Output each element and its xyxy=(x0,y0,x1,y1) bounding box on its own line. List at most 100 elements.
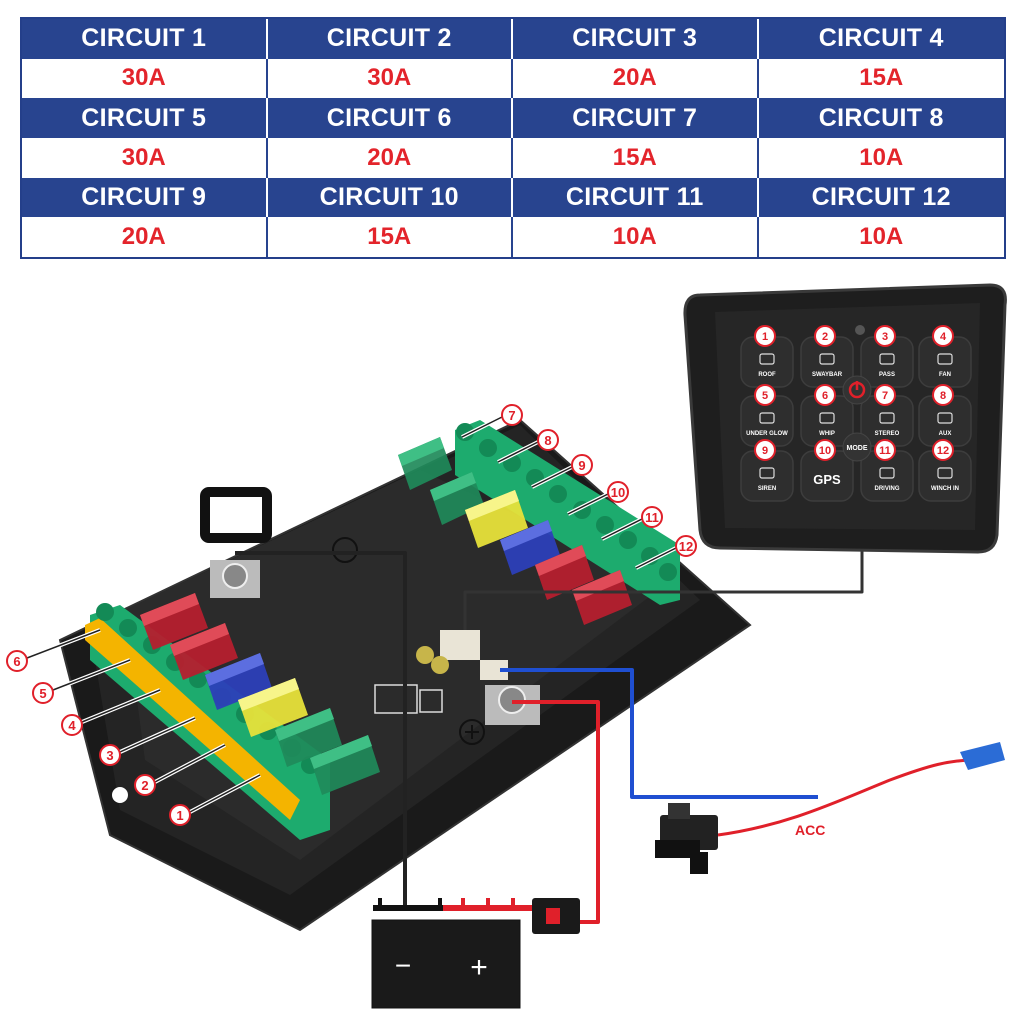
circuit-header: CIRCUIT 6 xyxy=(267,98,513,138)
circuit-amps: 10A xyxy=(513,217,759,257)
callout-10: 10 xyxy=(567,481,629,516)
panel-button-number: 10 xyxy=(819,445,831,457)
panel-button-number: 6 xyxy=(822,390,828,402)
panel-button-number: 2 xyxy=(822,331,828,343)
function-icon xyxy=(879,353,895,365)
fuse-1 xyxy=(310,735,380,795)
fuse-bank-left xyxy=(140,593,380,795)
callout-7: 7 xyxy=(461,404,523,439)
fuse-9 xyxy=(465,490,528,548)
callout-number: 1 xyxy=(176,808,183,823)
acc-label: ACC xyxy=(795,822,825,838)
spade-connector xyxy=(960,742,1005,770)
fuse-bank-right xyxy=(398,437,632,625)
function-icon xyxy=(879,467,895,479)
function-icon xyxy=(937,412,953,424)
panel-button-number: 4 xyxy=(940,331,947,343)
panel-button-number: 8 xyxy=(940,390,946,402)
panel-button-label: ROOF xyxy=(758,372,776,378)
circuit-header: CIRCUIT 9 xyxy=(22,177,268,218)
panel-button-label: GPS xyxy=(813,472,841,487)
panel-button-label: SWAYBAR xyxy=(812,372,843,378)
panel-button-number: 1 xyxy=(762,331,768,343)
callout-number: 8 xyxy=(544,433,551,448)
capacitor xyxy=(416,646,434,664)
mode-label: MODE xyxy=(847,445,868,452)
panel-button-number: 7 xyxy=(882,390,888,402)
fuse-11 xyxy=(535,545,594,600)
indicator-led xyxy=(855,325,865,335)
circuit-header: CIRCUIT 11 xyxy=(513,177,759,218)
callout-number: 7 xyxy=(508,408,515,423)
fuse-5 xyxy=(170,623,238,680)
callout-5: 5 xyxy=(32,658,131,704)
panel-button-label: WHIP xyxy=(819,431,835,437)
callout-3: 3 xyxy=(99,716,196,766)
circuit-header: CIRCUIT 5 xyxy=(22,98,268,138)
circuit-amps: 30A xyxy=(22,58,268,99)
circuit-amps: 15A xyxy=(513,138,759,178)
mounting-tab xyxy=(200,487,272,543)
circuit-header: CIRCUIT 7 xyxy=(513,98,759,138)
ground-wire xyxy=(235,551,407,908)
polarity-label xyxy=(374,684,418,714)
fuse-2 xyxy=(275,708,342,767)
acc-tap-wire xyxy=(717,758,976,837)
callout-8: 8 xyxy=(497,429,559,464)
fuse-3 xyxy=(238,678,308,737)
function-icon xyxy=(819,353,835,365)
function-icon xyxy=(759,412,775,424)
circuit-amps: 20A xyxy=(22,217,268,257)
callout-number: 9 xyxy=(578,458,585,473)
circuit-amps: 30A xyxy=(267,58,513,99)
control-connector xyxy=(440,630,480,660)
circuit-amps: 10A xyxy=(758,138,1004,178)
battery-positive: + xyxy=(470,951,488,984)
function-icon xyxy=(819,412,835,424)
panel-button-label: DRIVING xyxy=(874,486,899,492)
circuit-header: CIRCUIT 2 xyxy=(267,19,513,59)
circuit-amps: 10A xyxy=(758,217,1004,257)
panel-button-number: 12 xyxy=(937,445,949,457)
fuse-4 xyxy=(205,653,272,710)
mode-button[interactable] xyxy=(842,432,872,462)
circuit-header: CIRCUIT 1 xyxy=(22,19,268,59)
callout-4: 4 xyxy=(61,688,161,736)
callout-number: 5 xyxy=(39,686,46,701)
callout-12: 12 xyxy=(635,535,697,570)
callout-1: 1 xyxy=(169,773,261,826)
callout-6: 6 xyxy=(6,628,101,672)
panel-button-label: WINCH IN xyxy=(931,486,959,492)
battery-negative: − xyxy=(395,950,411,981)
circuit-header: CIRCUIT 3 xyxy=(513,19,759,59)
circuit-header: CIRCUIT 10 xyxy=(267,177,513,218)
circuit-header: CIRCUIT 4 xyxy=(758,19,1004,59)
mounting-hole xyxy=(112,787,128,803)
fuse-tap xyxy=(655,803,718,874)
function-icon xyxy=(937,353,953,365)
battery: − + xyxy=(371,919,521,1009)
circuit-header: CIRCUIT 12 xyxy=(758,177,1004,218)
panel-button-number: 3 xyxy=(882,331,888,343)
callout-number: 6 xyxy=(13,654,20,669)
capacitor xyxy=(431,656,449,674)
control-cable xyxy=(463,530,864,630)
callout-9: 9 xyxy=(531,454,593,489)
panel-button-label: UNDER GLOW xyxy=(746,431,788,437)
circuit-amps: 15A xyxy=(758,58,1004,99)
panel-button-number: 11 xyxy=(879,445,891,457)
mounting-hole xyxy=(332,537,358,563)
circuit-amps: 20A xyxy=(513,58,759,99)
